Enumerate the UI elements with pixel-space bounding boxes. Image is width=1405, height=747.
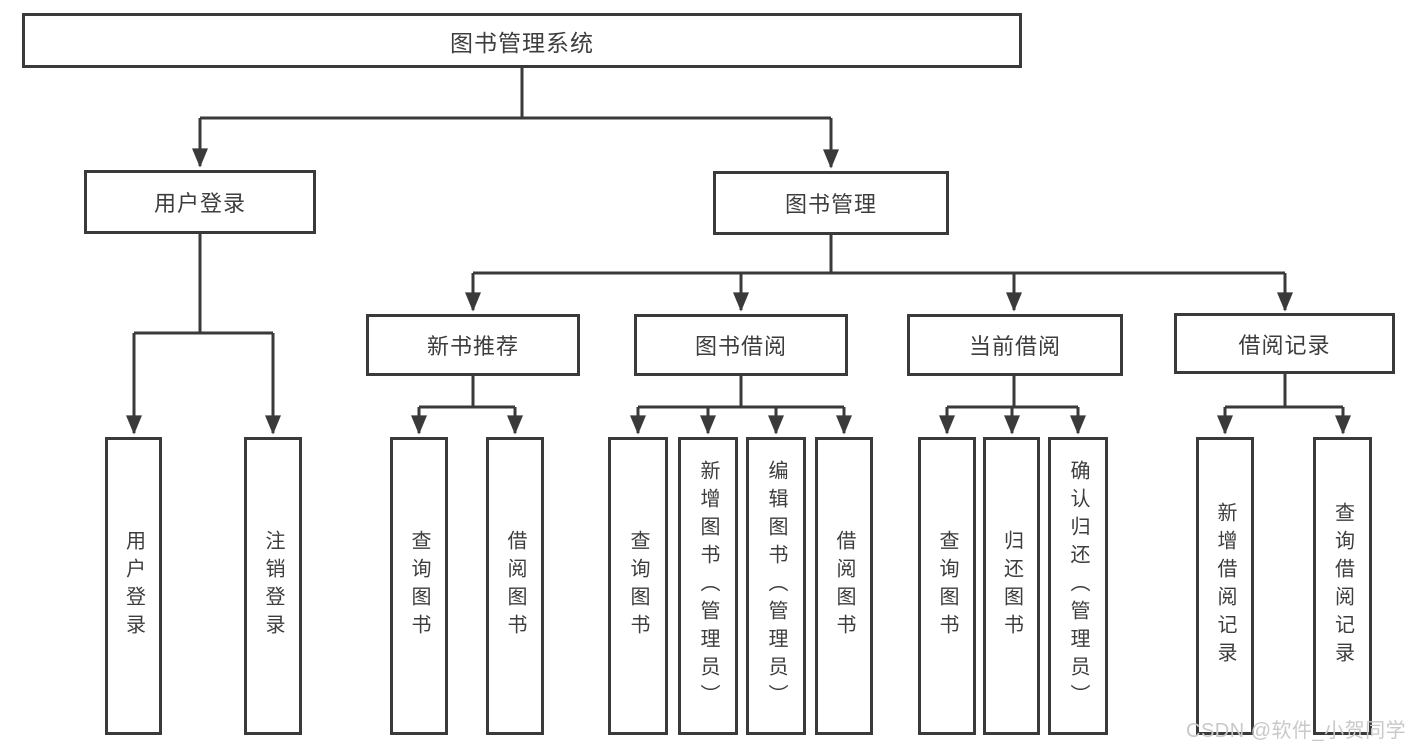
leaf-borrow-edit-books-admin-label: 编辑图书（管理员） — [765, 460, 787, 712]
leaf-newbook-borrow-books: 借阅图书 — [486, 437, 544, 735]
leaf-current-confirm-return-admin-label: 确认归还（管理员） — [1067, 460, 1089, 712]
leaf-records-add-record: 新增借阅记录 — [1196, 437, 1254, 735]
leaf-user-login-label: 用户登录 — [122, 530, 145, 642]
leaf-newbook-query-books: 查询图书 — [390, 437, 448, 735]
leaf-borrow-query-books-label: 查询图书 — [627, 530, 649, 642]
leaf-current-confirm-return-admin: 确认归还（管理员） — [1048, 437, 1108, 735]
leaf-borrow-query-books: 查询图书 — [608, 437, 668, 735]
node-current-borrow: 当前借阅 — [907, 314, 1123, 376]
node-new-book-recommend: 新书推荐 — [366, 314, 580, 376]
node-book-borrow: 图书借阅 — [634, 314, 848, 376]
node-current-borrow-label: 当前借阅 — [968, 334, 1061, 359]
leaf-current-return-books: 归还图书 — [983, 437, 1040, 735]
leaf-borrow-borrow-books-label: 借阅图书 — [833, 530, 855, 642]
node-root-label: 图书管理系统 — [450, 29, 594, 56]
node-user-login: 用户登录 — [84, 170, 316, 234]
leaf-logout-login: 注销登录 — [244, 437, 302, 735]
csdn-watermark: CSDN @软件_小贺同学 — [1186, 720, 1405, 742]
leaf-records-query-record-label: 查询借阅记录 — [1331, 502, 1354, 670]
node-root: 图书管理系统 — [22, 13, 1022, 68]
leaf-newbook-borrow-books-label: 借阅图书 — [504, 530, 526, 642]
node-user-login-label: 用户登录 — [153, 191, 246, 216]
leaf-current-query-books: 查询图书 — [918, 437, 976, 735]
node-book-borrow-label: 图书借阅 — [694, 334, 787, 359]
leaf-newbook-query-books-label: 查询图书 — [408, 530, 430, 642]
leaf-logout-login-label: 注销登录 — [262, 530, 284, 642]
leaf-borrow-add-books-admin: 新增图书（管理员） — [678, 437, 738, 735]
leaf-borrow-add-books-admin-label: 新增图书（管理员） — [697, 460, 719, 712]
node-book-management: 图书管理 — [713, 171, 949, 235]
leaf-current-query-books-label: 查询图书 — [936, 530, 958, 642]
node-book-management-label: 图书管理 — [784, 192, 877, 217]
node-new-book-recommend-label: 新书推荐 — [426, 334, 519, 359]
leaf-borrow-borrow-books: 借阅图书 — [815, 437, 873, 735]
node-borrow-records-label: 借阅记录 — [1238, 332, 1331, 358]
leaf-records-add-record-label: 新增借阅记录 — [1214, 502, 1236, 670]
leaf-records-query-record: 查询借阅记录 — [1313, 437, 1372, 735]
node-borrow-records: 借阅记录 — [1174, 313, 1395, 374]
leaf-user-login: 用户登录 — [105, 437, 162, 735]
leaf-borrow-edit-books-admin: 编辑图书（管理员） — [746, 437, 806, 735]
leaf-current-return-books-label: 归还图书 — [1000, 530, 1023, 642]
